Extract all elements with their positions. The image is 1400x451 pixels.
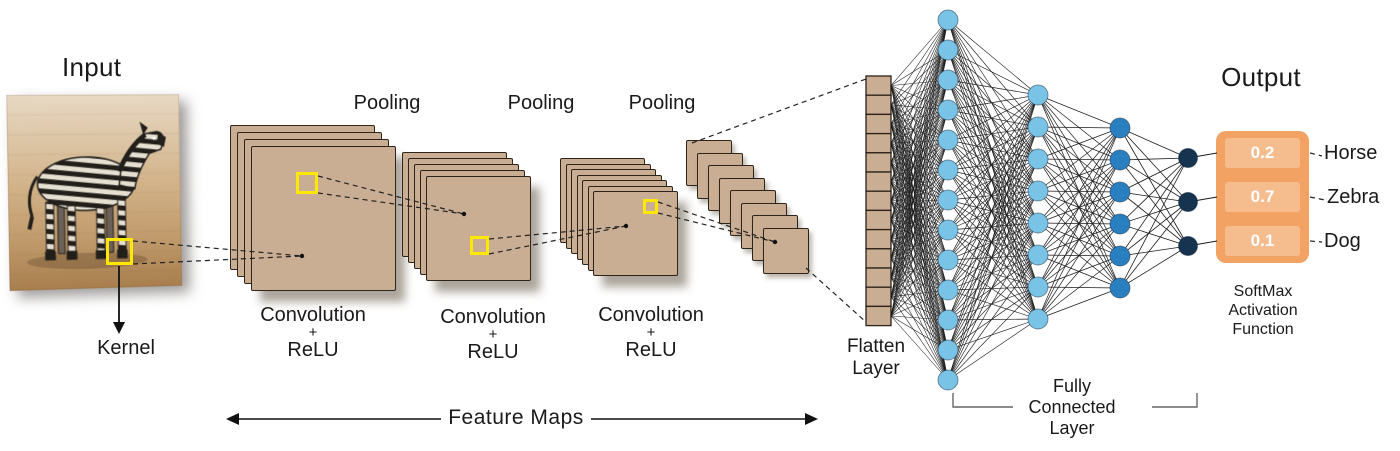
pooling-label-2: Pooling	[507, 92, 575, 114]
class-label-zebra: Zebra	[1327, 186, 1380, 208]
conv-relu-label-1: Convolution + ReLU	[260, 305, 366, 361]
softmax-output-box: 0.2 0.7 0.1	[1216, 131, 1309, 263]
class-label-dog: Dog	[1324, 230, 1361, 252]
relu-text: ReLU	[287, 339, 339, 361]
score-row-horse: 0.2	[1225, 138, 1300, 168]
plus-text: +	[488, 326, 498, 343]
kernel-window	[643, 199, 658, 214]
input-label: Input	[62, 52, 122, 82]
pooling-label-1: Pooling	[353, 92, 421, 114]
flatten-text: Flatten	[846, 336, 906, 357]
feature-maps-label: Feature Maps	[448, 406, 584, 429]
score-value: 0.2	[1250, 143, 1275, 162]
score-value: 0.7	[1250, 187, 1275, 206]
relu-text: ReLU	[625, 339, 677, 361]
conv-text: Convolution	[260, 304, 366, 326]
softmax-text: SoftMax	[1233, 283, 1293, 300]
score-value: 0.1	[1250, 231, 1275, 250]
connected-text: Connected	[1028, 397, 1116, 417]
softmax-activation-label: SoftMax Activation Function	[1228, 282, 1297, 339]
fully-text: Fully	[1052, 376, 1092, 396]
conv-text: Convolution	[440, 306, 546, 328]
conv-relu-label-2: Convolution + ReLU	[440, 307, 546, 363]
plus-text: +	[646, 324, 656, 341]
feature-map	[763, 227, 809, 274]
layer-text: Layer	[852, 358, 900, 379]
fully-connected-label: Fully Connected Layer	[1028, 376, 1115, 439]
plus-text: +	[308, 324, 318, 341]
score-row-dog: 0.1	[1225, 226, 1300, 256]
score-row-zebra: 0.7	[1225, 182, 1300, 212]
feature-map	[593, 191, 678, 276]
conv-relu-label-3: Convolution + ReLU	[598, 305, 704, 361]
kernel-window	[470, 236, 489, 255]
kernel-window	[296, 172, 318, 194]
feature-map	[426, 176, 531, 281]
conv-text: Convolution	[598, 304, 704, 326]
activation-text: Activation	[1228, 302, 1298, 319]
output-label: Output	[1221, 62, 1301, 92]
flatten-layer-label: Flatten Layer	[847, 336, 905, 380]
kernel-window	[106, 238, 133, 265]
feature-map	[251, 146, 396, 291]
function-text: Function	[1232, 321, 1294, 338]
pooling-label-3: Pooling	[628, 92, 696, 114]
kernel-label: Kernel	[97, 337, 155, 359]
class-label-horse: Horse	[1324, 142, 1378, 164]
layer-text: Layer	[1049, 418, 1095, 438]
relu-text: ReLU	[467, 341, 519, 363]
